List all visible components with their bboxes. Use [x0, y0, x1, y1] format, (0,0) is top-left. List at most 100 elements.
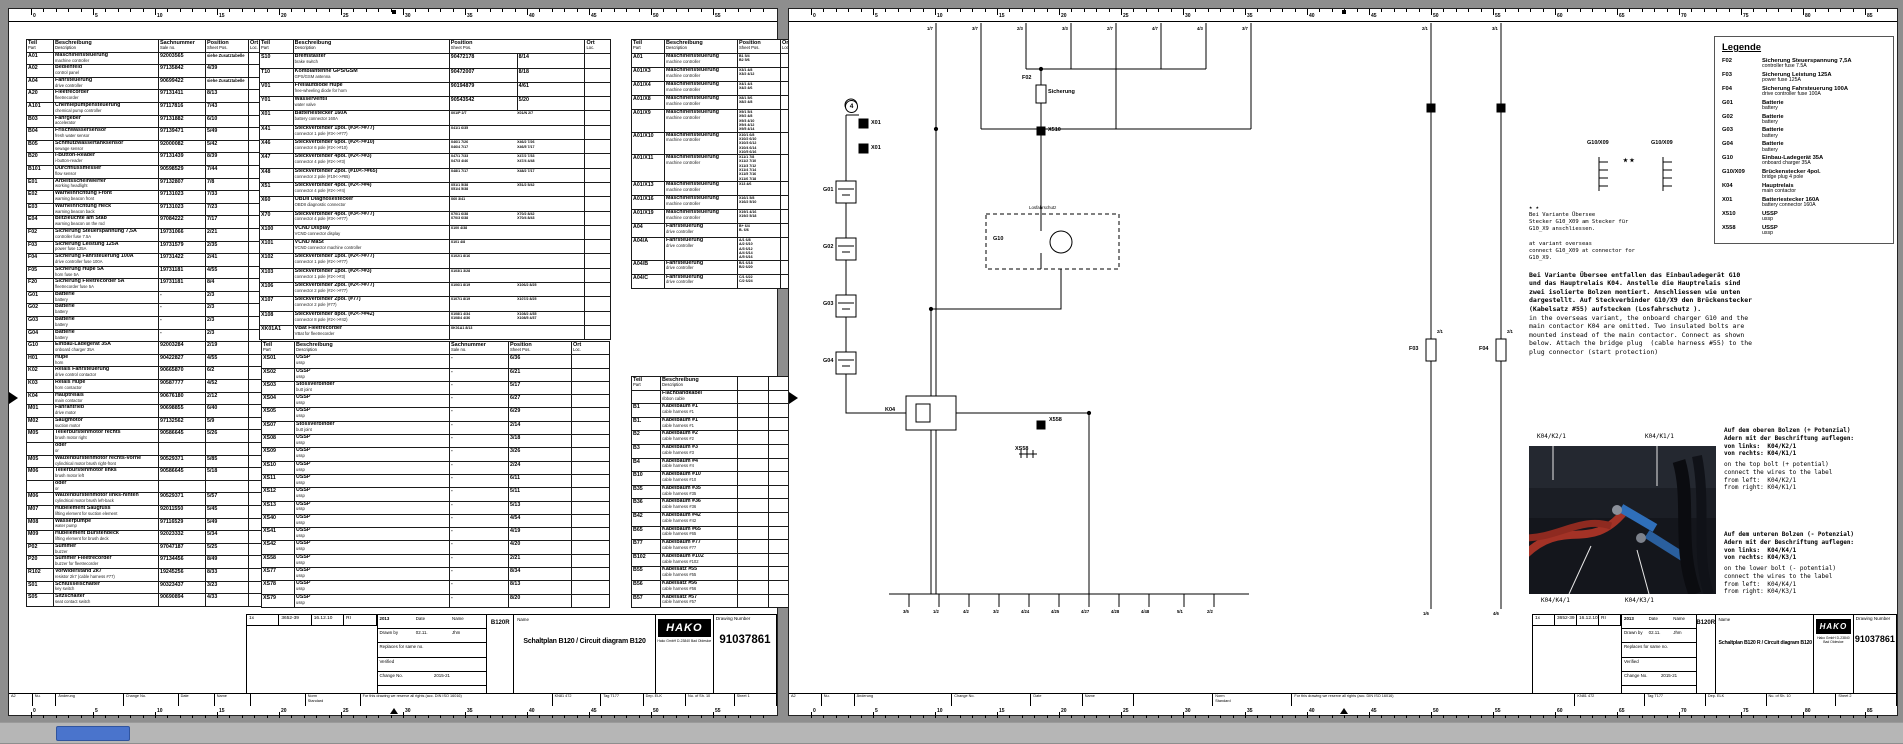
top-bolt-note-en: on the top bolt (+ potential)connect the…: [1724, 461, 1833, 492]
schematic-label: 4/6: [1493, 611, 1499, 616]
photo-label-top-left: K04/K2/1: [1537, 433, 1566, 440]
footer-cell: Sheet 1: [735, 694, 778, 706]
schematic-label: G04: [823, 358, 834, 364]
schematic-label: 3/7: [972, 26, 978, 31]
footer-cell: Änderung: [56, 694, 124, 706]
overseas-note-en: in the overseas variant, the onboard cha…: [1529, 314, 1753, 356]
schematic-label: 2/1: [1422, 26, 1428, 31]
schematic-label: 2/1: [1437, 329, 1443, 334]
overseas-note-de: Bei Variante Übersee entfallen das Einba…: [1529, 271, 1753, 313]
schematic-label: G01: [823, 187, 834, 193]
footer-cell: Dep. ELK: [644, 694, 686, 706]
legend-title: Legende: [1722, 42, 1762, 53]
footer-cell: For this drawing we reserve all rights (…: [361, 694, 553, 706]
horizontal-scrollbar[interactable]: [0, 722, 1903, 743]
footer-cell: Date: [1031, 694, 1083, 706]
schematic-label: F02: [1022, 75, 1032, 81]
schematic-label: 1/7: [927, 26, 933, 31]
schematic-label: F03: [1409, 346, 1419, 352]
footer-cell: Sheet 2: [1836, 694, 1897, 706]
schematic-label: 4/7: [1152, 26, 1158, 31]
footer-cell: Date: [179, 694, 215, 706]
schematic-label: G10/X09: [1587, 140, 1609, 146]
schematic-label: 2/3: [1017, 26, 1023, 31]
schematic-label: G10/X09: [1651, 140, 1673, 146]
footer-cell: [1134, 694, 1214, 706]
footer-cell: A2: [9, 694, 33, 706]
schematic-label: 2/2: [1207, 609, 1213, 614]
bolt-connection-photo: [1521, 446, 1716, 597]
schematic-label: 4/3: [1197, 26, 1203, 31]
footer-cell: A2: [789, 694, 822, 706]
scrollbar-thumb[interactable]: [56, 726, 130, 741]
footer-cell: Tag T177: [1645, 694, 1706, 706]
edge-arrow-marker: [789, 392, 798, 404]
footer-cell: Name: [1083, 694, 1135, 706]
schematic-label: X01: [871, 120, 881, 126]
model-cell: B120R: [1695, 615, 1715, 694]
